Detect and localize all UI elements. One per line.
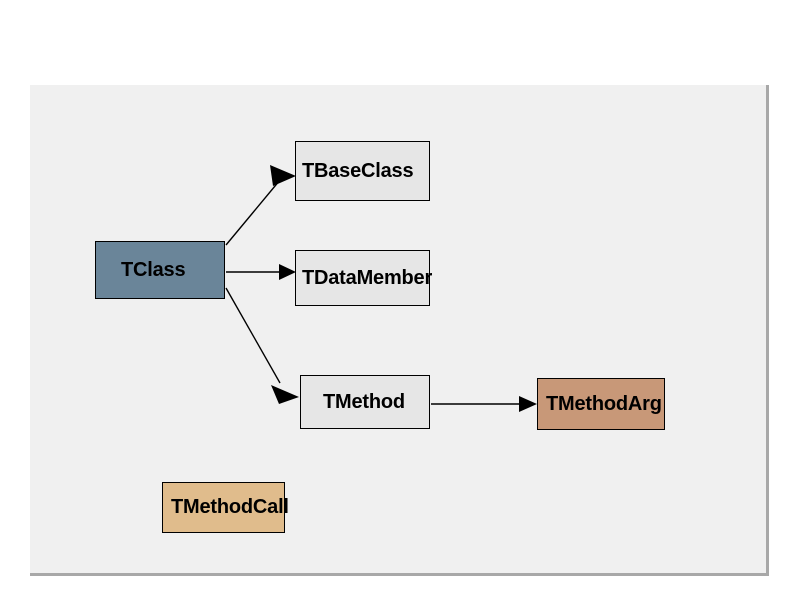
arrow-head-icon: [270, 165, 296, 186]
node-tmethod[interactable]: TMethod: [300, 375, 435, 434]
node-tmethod-label: TMethod: [323, 390, 405, 413]
diagram-canvas: TBaseClass TDataMember TClass TMethod TM…: [30, 85, 769, 576]
node-tdatamember-label: TDataMember: [302, 266, 433, 289]
arrow-head-icon: [519, 396, 537, 412]
arrow-head-icon: [271, 385, 299, 404]
node-tmethodcall[interactable]: TMethodCall: [162, 482, 290, 538]
node-tmethodarg[interactable]: TMethodArg: [537, 378, 670, 435]
node-tmethodarg-label: TMethodArg: [546, 392, 662, 415]
node-tclass[interactable]: TClass: [95, 241, 230, 304]
edge-tclass-tdatamember: [226, 264, 296, 280]
node-tbaseclass[interactable]: TBaseClass: [295, 141, 435, 206]
edge-tclass-tmethod: [225, 287, 299, 404]
node-tclass-label: TClass: [121, 258, 186, 281]
node-tbaseclass-label: TBaseClass: [302, 159, 414, 182]
class-diagram: TBaseClass TDataMember TClass TMethod TM…: [30, 85, 766, 573]
diagram-edges: [225, 165, 537, 412]
node-tdatamember[interactable]: TDataMember: [295, 250, 435, 311]
arrow-head-icon: [279, 264, 296, 280]
edge-tmethod-tmethodarg: [431, 396, 537, 412]
edge-tclass-tbaseclass: [225, 165, 296, 246]
node-tmethodcall-label: TMethodCall: [171, 496, 289, 518]
